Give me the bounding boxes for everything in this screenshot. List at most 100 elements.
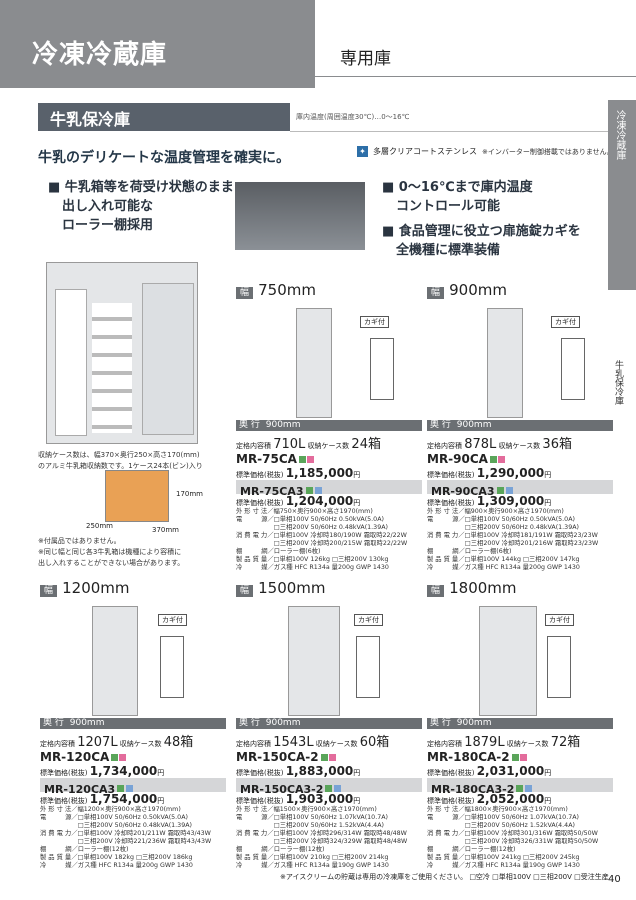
feature-line: ■ 牛乳箱等を荷受け状態のまま bbox=[48, 180, 234, 195]
spec-table: 外 形 寸 法／幅1500×奥行900×高さ1970(mm) 電 源／□単相10… bbox=[236, 806, 408, 869]
fridge-photo bbox=[92, 606, 138, 716]
width-value: 1500mm bbox=[258, 579, 326, 597]
section-bar bbox=[38, 103, 290, 131]
air-cool-icon bbox=[111, 754, 119, 761]
key-lock-badge: カギ付 bbox=[545, 614, 574, 626]
clear-coat-label: 多層クリアコートステンレス bbox=[373, 147, 477, 156]
model-name-3phase: MR-75CA3 bbox=[240, 485, 304, 498]
air-cool-icon bbox=[489, 456, 497, 463]
air-cool-icon bbox=[117, 785, 125, 792]
page-number: 40 bbox=[608, 874, 621, 885]
price-value: 1,883,000 bbox=[285, 764, 354, 778]
dimension-diagram bbox=[160, 636, 184, 698]
open-fridge-photo bbox=[46, 262, 198, 444]
model-name-3phase: MR-150CA3-2 bbox=[240, 783, 324, 796]
price-value-3phase: 1,754,000 bbox=[89, 792, 158, 806]
feature-line: 全機種に標準装備 bbox=[396, 243, 501, 258]
side-tab-label: 冷凍冷蔵庫 bbox=[614, 110, 625, 160]
single-phase-icon bbox=[497, 456, 505, 463]
spec-table: 外 形 寸 法／幅1800×奥行900×高さ1970(mm) 電 源／□単相10… bbox=[427, 806, 599, 869]
features-left: ■ 牛乳箱等を荷受け状態のまま 出し入れ可能な ローラー棚採用 bbox=[48, 178, 234, 235]
depth-label: 奥 行 bbox=[239, 718, 260, 728]
single-phase-icon bbox=[119, 754, 127, 761]
depth-label: 奥 行 bbox=[43, 718, 64, 728]
key-lock-badge: カギ付 bbox=[551, 316, 580, 328]
air-cool-icon bbox=[496, 487, 504, 494]
width-value: 900mm bbox=[449, 281, 507, 299]
side-sub-label: 牛乳保冷庫 bbox=[613, 360, 623, 405]
key-lock-badge: カギ付 bbox=[158, 614, 187, 626]
three-phase-icon bbox=[525, 785, 533, 792]
model-name: MR-120CA bbox=[40, 750, 226, 764]
depth-value: 900mm bbox=[69, 718, 105, 728]
header-divider bbox=[315, 76, 636, 77]
price-value-3phase: 1,204,000 bbox=[285, 494, 354, 508]
width-label: 幅 bbox=[236, 287, 254, 299]
price-value: 1,734,000 bbox=[89, 764, 158, 778]
air-cool-icon bbox=[511, 754, 519, 761]
single-phase-icon bbox=[306, 456, 314, 463]
case-count: 24箱 bbox=[351, 437, 381, 452]
side-tab bbox=[608, 100, 636, 290]
width-value: 1200mm bbox=[62, 579, 130, 597]
key-lock-badge: カギ付 bbox=[354, 614, 383, 626]
depth-label: 奥 行 bbox=[430, 420, 451, 430]
price-value: 1,185,000 bbox=[285, 466, 354, 480]
model-name: MR-90CA bbox=[427, 452, 613, 466]
width-label: 幅 bbox=[236, 585, 254, 597]
depth-value: 900mm bbox=[456, 718, 492, 728]
section-note: 庫内温度(周囲温度30℃)…0～16℃ bbox=[296, 113, 410, 121]
three-phase-icon bbox=[505, 487, 513, 494]
case-count: 36箱 bbox=[542, 437, 572, 452]
capacity-value: 878L bbox=[464, 437, 497, 452]
dimension-diagram bbox=[547, 636, 571, 698]
footer-note: ※アイスクリームの貯蔵は専用の冷凍庫をご使用ください。 □空冷 □単相100V … bbox=[280, 873, 609, 881]
feature-line: ■ 食品管理に役立つ扉施錠カギを bbox=[382, 224, 581, 239]
page-subtitle: 専用庫 bbox=[340, 49, 391, 69]
capacity-value: 710L bbox=[273, 437, 306, 452]
dimension-diagram bbox=[370, 338, 394, 400]
catch-copy: 牛乳のデリケートな温度管理を確実に。 bbox=[38, 150, 290, 166]
model-name: MR-75CA bbox=[236, 452, 422, 466]
price-value-3phase: 1,903,000 bbox=[285, 792, 354, 806]
dimension-diagram bbox=[356, 636, 380, 698]
three-phase-icon bbox=[314, 487, 322, 494]
width-value: 750mm bbox=[258, 281, 316, 299]
model-name: MR-150CA-2 bbox=[236, 750, 422, 764]
capacity-value: 1543L bbox=[273, 735, 314, 750]
depth-value: 900mm bbox=[456, 420, 492, 430]
case-count: 72箱 bbox=[550, 735, 581, 750]
price-value-3phase: 1,309,000 bbox=[476, 494, 545, 508]
width-value: 1800mm bbox=[449, 579, 517, 597]
model-name-3phase: MR-90CA3 bbox=[431, 485, 495, 498]
feature-line: ローラー棚採用 bbox=[62, 218, 154, 233]
fridge-photo bbox=[487, 308, 523, 418]
crate-dim-depth: 250mm bbox=[86, 522, 113, 530]
roller-shelf-photo bbox=[235, 182, 365, 250]
crate-dim-width: 370mm bbox=[152, 526, 179, 534]
crate-footnotes: ※付属品ではありません。 ※同じ幅と同じ各3牛乳箱は機種により容積に 出し入れす… bbox=[38, 537, 185, 567]
case-count: 48箱 bbox=[163, 735, 194, 750]
feature-line: 出し入れ可能な bbox=[62, 199, 154, 214]
air-cool-icon bbox=[305, 487, 313, 494]
model-name-3phase: MR-120CA3 bbox=[44, 783, 116, 796]
width-label: 幅 bbox=[427, 287, 445, 299]
three-phase-icon bbox=[126, 785, 134, 792]
key-lock-badge: カギ付 bbox=[360, 316, 389, 328]
crate-note: 収納ケース数は、幅370×奥行250×高さ170(mm) のアルミ牛乳箱収納数で… bbox=[38, 451, 203, 470]
fridge-photo bbox=[296, 308, 332, 418]
inverter-note: ※インバーター制御搭載ではありません。 bbox=[482, 148, 614, 156]
case-count: 60箱 bbox=[359, 735, 390, 750]
spec-table: 外 形 寸 法／幅900×奥行900×高さ1970(mm) 電 源／□単相100… bbox=[427, 508, 599, 571]
model-name: MR-180CA-2 bbox=[427, 750, 613, 764]
price-value: 2,031,000 bbox=[476, 764, 545, 778]
capacity-value: 1207L bbox=[77, 735, 118, 750]
depth-label: 奥 行 bbox=[430, 718, 451, 728]
air-cool-icon bbox=[516, 785, 524, 792]
three-phase-icon bbox=[334, 785, 342, 792]
price-value-3phase: 2,052,000 bbox=[476, 792, 545, 806]
